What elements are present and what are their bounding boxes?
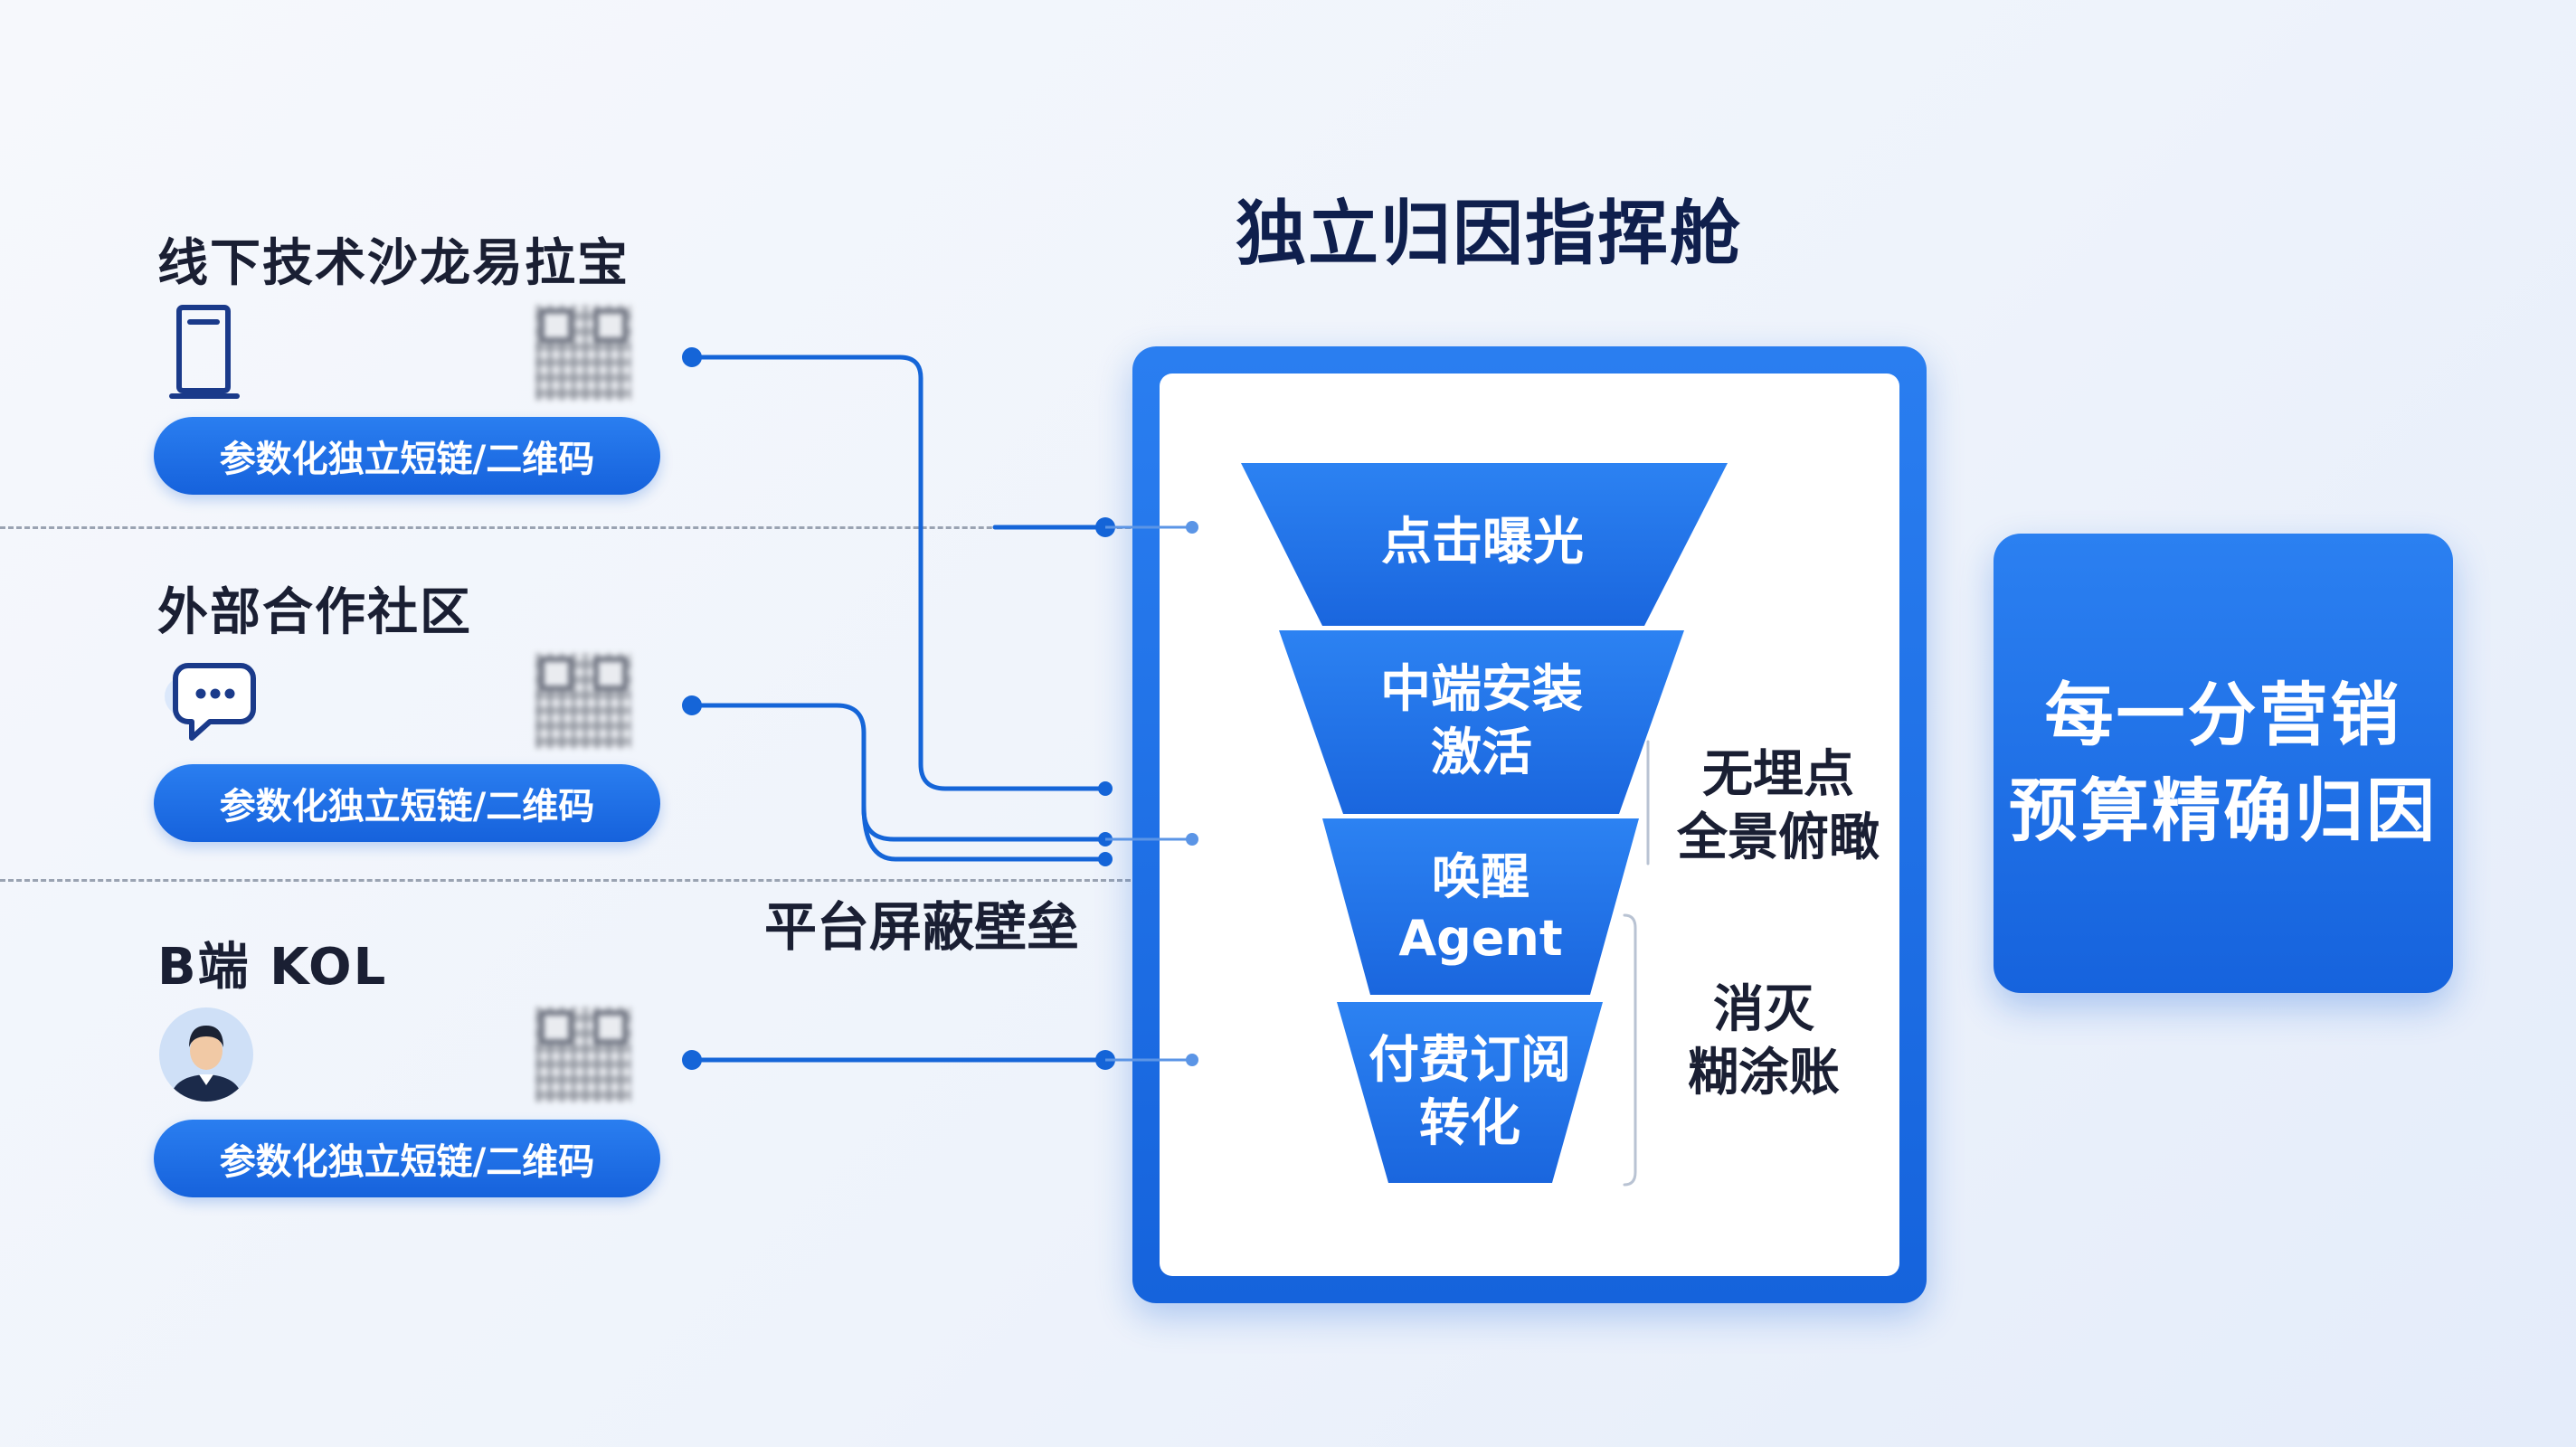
channel-title-community: 外部合作社区 [157,583,472,642]
chat-bubble-icon [161,657,259,743]
funnel-stage-3 [1322,818,1639,995]
connector-dot [682,695,702,715]
connector-dot [1098,781,1113,796]
channel-title-kol: B端 KOL [157,938,388,997]
connector-path-2a [689,703,1108,842]
param-link-button[interactable]: 参数化独立短链/二维码 [154,1120,660,1197]
param-link-button[interactable]: 参数化独立短链/二维码 [154,417,660,495]
side-label-line: 无埋点 [1702,745,1854,804]
funnel-stage-4 [1337,1002,1603,1183]
qr-code-placeholder [535,653,631,749]
result-line-2: 预算精确归因 [2009,771,2438,851]
funnel-label-line: 唤醒 [1432,848,1530,905]
funnel-label-1: 点击曝光 [1321,511,1643,574]
connector-dot [1098,852,1113,866]
funnel-label-line: 转化 [1419,1094,1520,1153]
side-label-no-tracking: 无埋点 全景俯瞰 [1664,743,1892,870]
result-box: 每一分营销 预算精确归因 [1994,534,2453,993]
funnel-label-line: 中端安装 [1380,660,1583,719]
bracket-lower [1623,913,1637,1187]
qr-code-placeholder [535,1007,631,1102]
divider-dashed [0,526,1131,529]
funnel-label-4: 付费订阅 转化 [1357,1029,1583,1156]
funnel-label-line: 激活 [1431,724,1532,782]
connector-path-1 [689,355,1108,791]
side-label-line: 全景俯瞰 [1677,809,1880,867]
platform-barrier-label: 平台屏蔽壁垒 [764,896,1080,958]
funnel-label-line: 点击曝光 [1381,513,1584,572]
connector-dot [682,1050,702,1070]
funnel-label-3: 唤醒 Agent [1361,846,1600,969]
funnel-label-line: Agent [1398,909,1563,967]
param-link-button[interactable]: 参数化独立短链/二维码 [154,764,660,842]
funnel-label-line: 付费订阅 [1368,1031,1571,1090]
channel-title-offline-salon: 线下技术沙龙易拉宝 [157,234,630,293]
qr-code-placeholder [535,305,631,401]
main-title: 独立归因指挥舱 [1236,194,1743,275]
person-avatar-icon [157,1006,255,1103]
result-line-1: 每一分营销 [2044,674,2402,755]
connector-dot [682,347,702,367]
rollup-banner-icon [168,304,241,402]
funnel-label-2: 中端安装 激活 [1334,658,1629,785]
side-label-line: 消灭 [1713,980,1814,1039]
connector-path-2b [861,802,1108,862]
side-label-eliminate: 消灭 糊涂账 [1664,979,1863,1105]
side-label-line: 糊涂账 [1688,1044,1840,1102]
funnel-stage-2 [1279,630,1684,814]
divider-dashed [0,879,1131,882]
funnel-stage-1 [1241,463,1728,626]
